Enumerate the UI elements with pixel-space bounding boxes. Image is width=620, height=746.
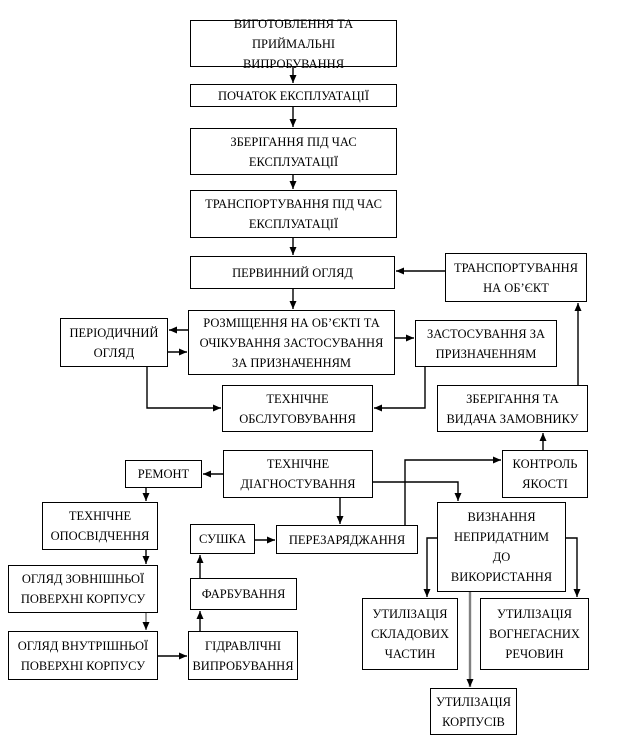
node-placement: РОЗМІЩЕННЯ НА ОБ’ЄКТІ ТА ОЧІКУВАННЯ ЗАСТ…	[188, 310, 395, 375]
edge-periodic-maintenance	[146, 367, 221, 412]
node-quality-control: КОНТРОЛЬ ЯКОСТІ	[502, 450, 588, 498]
node-repair: РЕМОНТ	[125, 460, 202, 488]
node-primary-inspection-label: ПЕРВИННИЙ ОГЛЯД	[232, 265, 353, 280]
node-storage-handover: ЗБЕРІГАННЯ ТА ВИДАЧА ЗАМОВНИКУ	[437, 385, 588, 432]
node-primary-inspection: ПЕРВИННИЙ ОГЛЯД	[190, 256, 395, 289]
node-recharging-label: ПЕРЕЗАРЯДЖАННЯ	[288, 532, 406, 547]
node-unfit-label: ВИЗНАННЯ НЕПРИДАТНИМ ДО ВИКОРИСТАННЯ	[450, 510, 553, 584]
node-exterior-inspection: ОГЛЯД ЗОВНІШНЬОЇ ПОВЕРХНІ КОРПУСУ	[8, 565, 158, 613]
node-placement-label: РОЗМІЩЕННЯ НА ОБ’ЄКТІ ТА ОЧІКУВАННЯ ЗАСТ…	[199, 315, 384, 370]
node-hydraulic-tests: ГІДРАВЛІЧНІ ВИПРОБУВАННЯ	[188, 631, 298, 680]
node-storage-handover-label: ЗБЕРІГАННЯ ТА ВИДАЧА ЗАМОВНИКУ	[446, 391, 579, 426]
node-periodic-inspection-label: ПЕРІОДИЧНИЙ ОГЛЯД	[69, 325, 159, 360]
node-drying: СУШКА	[190, 524, 255, 554]
edge-unfit-util-agents	[566, 537, 581, 597]
node-transport-to-site-label: ТРАНСПОРТУВАННЯ НА ОБ’ЄКТ	[454, 260, 578, 295]
node-usage-label: ЗАСТОСУВАННЯ ЗА ПРИЗНАЧЕННЯМ	[426, 326, 546, 361]
node-diagnostics: ТЕХНІЧНЕ ДІАГНОСТУВАННЯ	[223, 450, 373, 498]
node-hydraulic-tests-label: ГІДРАВЛІЧНІ ВИПРОБУВАННЯ	[192, 638, 294, 673]
edge-usage-maintenance	[374, 367, 426, 412]
node-storage-label: ЗБЕРІГАННЯ ПІД ЧАС ЕКСПЛУАТАЦІЇ	[230, 134, 357, 169]
node-repair-label: РЕМОНТ	[137, 467, 190, 481]
node-transport-to-site: ТРАНСПОРТУВАННЯ НА ОБ’ЄКТ	[445, 253, 587, 302]
node-maintenance: ТЕХНІЧНЕ ОБСЛУГОВУВАННЯ	[222, 385, 373, 432]
node-quality-control-label: КОНТРОЛЬ ЯКОСТІ	[512, 457, 578, 491]
node-recharging: ПЕРЕЗАРЯДЖАННЯ	[276, 525, 418, 554]
node-util-bodies: УТИЛІЗАЦІЯ КОРПУСІВ	[430, 688, 517, 735]
node-usage: ЗАСТОСУВАННЯ ЗА ПРИЗНАЧЕННЯМ	[415, 320, 557, 367]
node-drying-label: СУШКА	[199, 532, 246, 546]
node-transport-during-label: ТРАНСПОРТУВАННЯ ПІД ЧАС ЕКСПЛУАТАЦІЇ	[205, 197, 382, 231]
node-start: ПОЧАТОК ЕКСПЛУАТАЦІЇ	[190, 84, 397, 107]
node-storage: ЗБЕРІГАННЯ ПІД ЧАС ЕКСПЛУАТАЦІЇ	[190, 128, 397, 175]
node-util-agents-label: УТИЛІЗАЦІЯ ВОГНЕГАСНИХ РЕЧОВИН	[489, 607, 580, 661]
node-maintenance-label: ТЕХНІЧНЕ ОБСЛУГОВУВАННЯ	[239, 391, 356, 426]
node-mfg-label: ВИГОТОВЛЕННЯ ТА ПРИЙМАЛЬНІ ВИПРОБУВАННЯ	[233, 16, 354, 71]
edge-recharging-quality	[404, 456, 501, 525]
node-util-agents: УТИЛІЗАЦІЯ ВОГНЕГАСНИХ РЕЧОВИН	[480, 598, 589, 670]
node-exterior-inspection-label: ОГЛЯД ЗОВНІШНЬОЇ ПОВЕРХНІ КОРПУСУ	[20, 572, 146, 606]
node-diagnostics-label: ТЕХНІЧНЕ ДІАГНОСТУВАННЯ	[240, 457, 356, 491]
edge-unfit-util-parts	[423, 537, 437, 597]
node-util-parts: УТИЛІЗАЦІЯ СКЛАДОВИХ ЧАСТИН	[362, 598, 458, 670]
node-painting: ФАРБУВАННЯ	[190, 578, 297, 610]
edge-diagnostics-unfit	[373, 481, 462, 501]
node-unfit: ВИЗНАННЯ НЕПРИДАТНИМ ДО ВИКОРИСТАННЯ	[437, 502, 566, 592]
node-start-label: ПОЧАТОК ЕКСПЛУАТАЦІЇ	[217, 88, 370, 103]
node-interior-inspection: ОГЛЯД ВНУТРІШНЬОЇ ПОВЕРХНІ КОРПУСУ	[8, 631, 158, 680]
node-interior-inspection-label: ОГЛЯД ВНУТРІШНЬОЇ ПОВЕРХНІ КОРПУСУ	[17, 638, 149, 673]
node-certification: ТЕХНІЧНЕ ОПОСВІДЧЕННЯ	[42, 502, 158, 550]
node-mfg: ВИГОТОВЛЕННЯ ТА ПРИЙМАЛЬНІ ВИПРОБУВАННЯ	[190, 17, 397, 71]
node-util-bodies-label: УТИЛІЗАЦІЯ КОРПУСІВ	[436, 694, 511, 729]
node-painting-label: ФАРБУВАННЯ	[201, 587, 286, 601]
node-periodic-inspection: ПЕРІОДИЧНИЙ ОГЛЯД	[60, 318, 168, 367]
node-util-parts-label: УТИЛІЗАЦІЯ СКЛАДОВИХ ЧАСТИН	[370, 607, 450, 661]
node-certification-label: ТЕХНІЧНЕ ОПОСВІДЧЕННЯ	[50, 509, 150, 543]
node-transport-during: ТРАНСПОРТУВАННЯ ПІД ЧАС ЕКСПЛУАТАЦІЇ	[190, 190, 397, 238]
